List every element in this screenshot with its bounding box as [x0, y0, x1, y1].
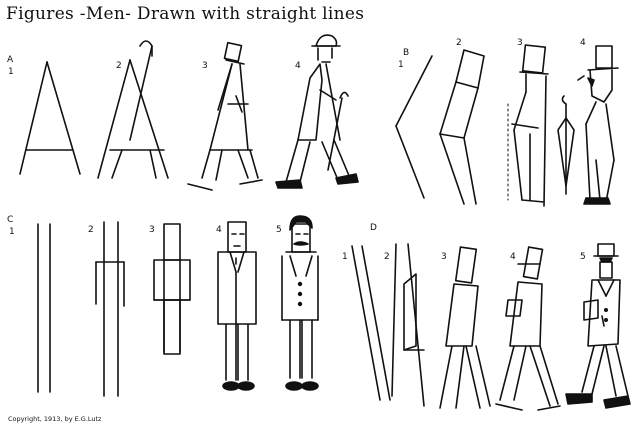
- copyright-notice: Copyright, 1913, by E.G.Lutz: [8, 415, 102, 423]
- page-title: Figures -Men- Drawn with straight lines: [6, 4, 365, 24]
- section-b-step-3: 3: [517, 38, 523, 48]
- figure-a3: [187, 41, 263, 191]
- figure-b4: [557, 45, 619, 205]
- section-d-step-5: 5: [580, 252, 586, 262]
- figure-d2: [391, 243, 425, 407]
- section-c-letter: C: [7, 215, 14, 225]
- figure-b3: [507, 44, 549, 207]
- figure-b1: [395, 55, 433, 199]
- section-a-letter: A: [7, 55, 14, 65]
- figure-c1: [37, 223, 51, 393]
- figure-d1: [351, 245, 391, 401]
- section-c-step-1: 1: [9, 227, 15, 237]
- section-b-step-2: 2: [456, 38, 462, 48]
- figure-c3: [153, 223, 191, 355]
- figure-a4: [275, 34, 359, 189]
- section-d-letter: D: [370, 223, 377, 233]
- section-d-step-4: 4: [510, 252, 516, 262]
- section-a-step-4: 4: [295, 61, 301, 71]
- section-c-step-2: 2: [88, 225, 94, 235]
- section-d-step-3: 3: [441, 252, 447, 262]
- section-c-step-5: 5: [276, 225, 282, 235]
- section-a-step-3: 3: [202, 61, 208, 71]
- section-c-step-3: 3: [149, 225, 155, 235]
- section-d-step-1: 1: [342, 252, 348, 262]
- figure-a2: [97, 40, 169, 179]
- section-b-letter: B: [403, 48, 410, 58]
- section-b-step-4: 4: [580, 38, 586, 48]
- section-a-step-2: 2: [116, 61, 122, 71]
- figure-a1: [19, 61, 81, 175]
- section-b-step-1: 1: [398, 60, 404, 70]
- figure-d4: [495, 246, 561, 411]
- figure-c5: [281, 215, 319, 391]
- section-d-step-2: 2: [384, 252, 390, 262]
- figure-b2: [439, 49, 485, 205]
- section-a-step-1: 1: [8, 67, 14, 77]
- section-c-step-4: 4: [216, 225, 222, 235]
- figure-d5: [565, 243, 631, 409]
- figure-d3: [439, 246, 491, 409]
- figure-c4: [217, 221, 257, 391]
- figure-c2: [95, 221, 125, 397]
